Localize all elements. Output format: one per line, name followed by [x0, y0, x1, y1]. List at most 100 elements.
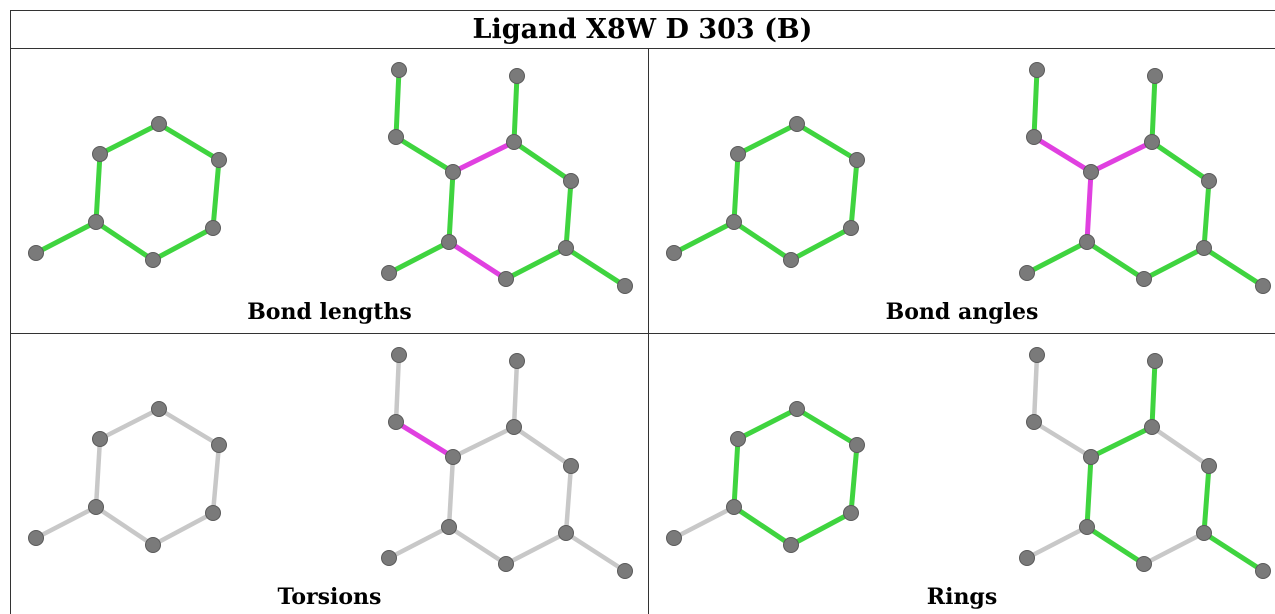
atom	[1029, 347, 1045, 363]
bond	[563, 245, 628, 289]
atom	[1196, 240, 1212, 256]
bond	[563, 178, 574, 251]
bond	[210, 157, 222, 231]
bond	[735, 406, 800, 442]
panel-rings: Rings	[649, 334, 1275, 614]
atom	[789, 401, 805, 417]
atom	[509, 68, 525, 84]
bond	[393, 419, 456, 460]
bond	[671, 219, 737, 256]
atom	[849, 152, 865, 168]
bond	[1031, 419, 1094, 460]
bond	[1031, 134, 1094, 175]
atom	[92, 146, 108, 162]
atom	[563, 458, 579, 474]
bond	[1149, 358, 1158, 430]
bond	[511, 424, 574, 469]
panel-torsions: Torsions	[11, 334, 648, 614]
atom	[88, 214, 104, 230]
atom	[1083, 449, 1099, 465]
atom	[789, 116, 805, 132]
atom	[441, 234, 457, 250]
atom	[1029, 62, 1045, 78]
atom	[1019, 265, 1035, 281]
bond	[1201, 530, 1266, 574]
atom	[558, 240, 574, 256]
atom	[1255, 278, 1271, 294]
bond	[156, 121, 222, 163]
bond	[503, 245, 569, 282]
atom	[1147, 68, 1163, 84]
atom	[849, 437, 865, 453]
atom	[1136, 271, 1152, 287]
molecule-bond-angles	[666, 62, 1271, 294]
bond	[93, 504, 156, 548]
atom	[445, 164, 461, 180]
atom	[843, 505, 859, 521]
bond	[446, 524, 509, 567]
bond	[446, 239, 509, 282]
bond	[1088, 424, 1155, 460]
atom	[666, 245, 682, 261]
atom	[88, 499, 104, 515]
atom	[1079, 234, 1095, 250]
bond	[93, 151, 103, 225]
bond	[511, 73, 520, 145]
bond	[450, 139, 517, 175]
bond	[788, 225, 854, 263]
atom	[666, 530, 682, 546]
bond	[393, 134, 456, 175]
bond	[393, 67, 402, 140]
atom	[388, 414, 404, 430]
atom	[1083, 164, 1099, 180]
atom	[1019, 550, 1035, 566]
bond	[1149, 424, 1212, 469]
bond	[511, 358, 520, 430]
bond	[33, 504, 99, 541]
bond	[794, 406, 860, 448]
bond	[503, 530, 569, 567]
atom	[1144, 134, 1160, 150]
atom	[205, 220, 221, 236]
bond	[97, 406, 162, 442]
atom	[1026, 129, 1042, 145]
title-divider	[10, 48, 1275, 49]
atom	[1079, 519, 1095, 535]
atom	[388, 129, 404, 145]
atom	[211, 437, 227, 453]
bond	[386, 524, 452, 561]
bond	[511, 139, 574, 184]
bond	[731, 219, 794, 263]
atom	[563, 173, 579, 189]
atom	[391, 347, 407, 363]
bond	[210, 442, 222, 516]
bond	[1084, 239, 1147, 282]
atom	[151, 116, 167, 132]
row-divider	[10, 333, 1275, 334]
column-divider	[648, 48, 649, 614]
atom	[617, 563, 633, 579]
bond	[156, 406, 222, 448]
panel-bond-angles: Bond angles	[649, 49, 1275, 333]
bond	[735, 121, 800, 157]
bond	[33, 219, 99, 256]
atom	[391, 62, 407, 78]
atom	[1136, 556, 1152, 572]
atom	[726, 214, 742, 230]
atom	[730, 146, 746, 162]
bond	[150, 510, 216, 548]
bond	[1141, 530, 1207, 567]
molecule-torsions	[28, 347, 633, 579]
panel-caption: Bond lengths	[247, 299, 412, 325]
bond	[93, 436, 103, 510]
bond	[393, 352, 402, 425]
atom	[1026, 414, 1042, 430]
bond	[1084, 169, 1094, 245]
bond	[1024, 524, 1090, 561]
bond	[93, 219, 156, 263]
atom	[783, 537, 799, 553]
atom	[151, 401, 167, 417]
bond	[848, 442, 860, 516]
atom	[509, 353, 525, 369]
bond	[97, 121, 162, 157]
